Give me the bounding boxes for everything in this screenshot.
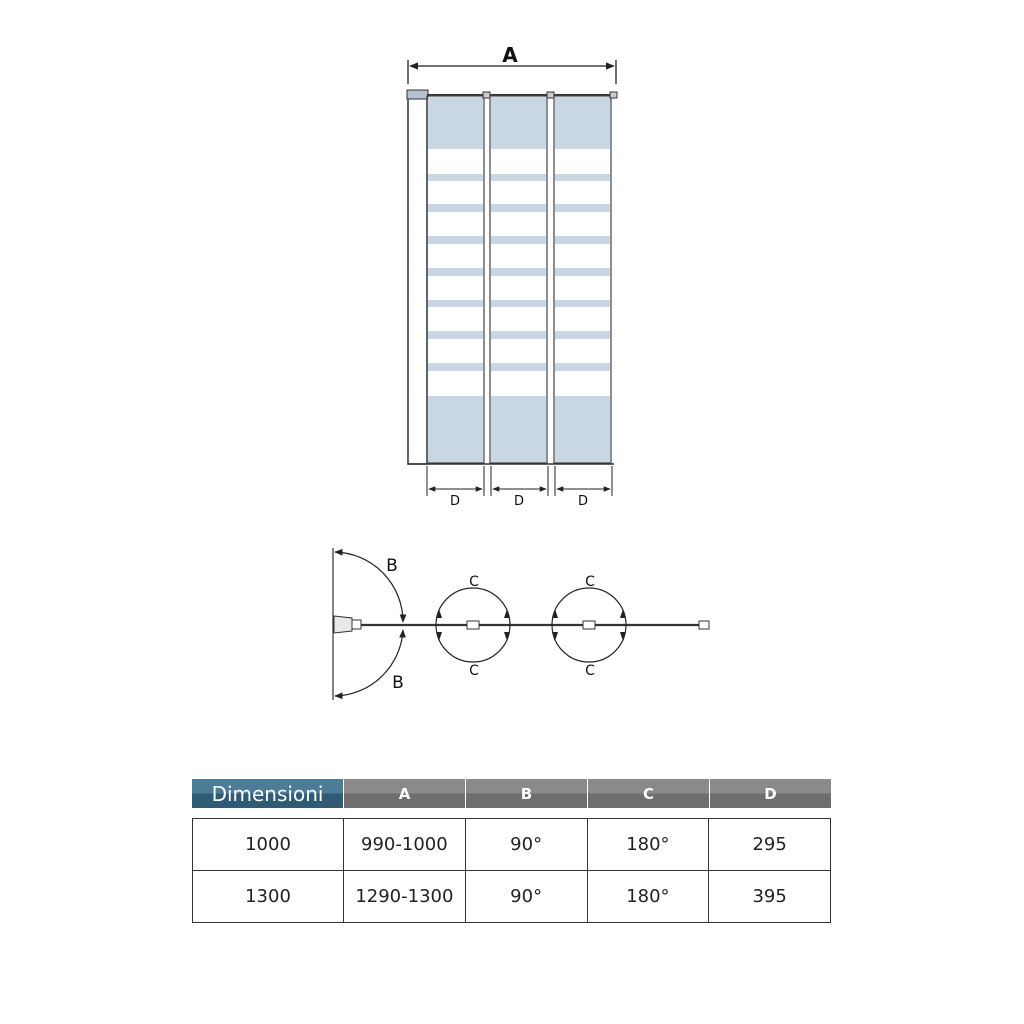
header-d: D — [709, 779, 831, 808]
swing-label-c: C — [469, 574, 479, 590]
shower-door-diagram: A D D D — [332, 43, 710, 700]
frosted-band — [491, 244, 546, 268]
wall-profile — [407, 95, 428, 465]
cell-a: 1290-1300 — [343, 871, 465, 922]
pivot-swing-circle — [435, 587, 511, 663]
table-header-row: Dimensioni A B C D — [192, 779, 831, 808]
frosted-band — [555, 181, 610, 204]
frosted-band — [491, 276, 546, 300]
frosted-band — [555, 276, 610, 300]
frosted-band — [555, 149, 610, 174]
dimension-d-group: D D D — [426, 466, 613, 509]
swing-label-c: C — [585, 663, 595, 679]
hinge-cap — [482, 91, 491, 99]
cell-d: 395 — [708, 871, 830, 922]
dimension-a: A — [407, 43, 617, 84]
frosted-band — [555, 339, 610, 363]
frosted-band — [428, 244, 483, 268]
frosted-band — [491, 371, 546, 396]
table-body: 1000 990-1000 90° 180° 295 1300 1290-130… — [192, 818, 831, 923]
glass-panels — [426, 95, 612, 464]
swing-label-b: B — [386, 556, 398, 576]
cell-b: 90° — [464, 871, 587, 922]
cell-size: 1300 — [245, 886, 291, 907]
cell-b: 90° — [464, 819, 587, 870]
wall-bracket — [333, 615, 353, 634]
frosted-band — [428, 307, 483, 331]
table-row: 1300 1290-1300 90° 180° 395 — [193, 870, 830, 922]
front-view: A D D D — [406, 43, 618, 509]
panel-frame — [426, 95, 485, 464]
frosted-band — [428, 339, 483, 363]
frosted-band — [555, 371, 610, 396]
cell-c: 180° — [586, 819, 709, 870]
dimension-d-label: D — [578, 494, 588, 509]
hinge-cap — [546, 91, 555, 99]
panel-frame — [489, 95, 548, 464]
frosted-band — [491, 339, 546, 363]
swing-arc-b-lower — [334, 629, 406, 700]
frosted-band — [428, 181, 483, 204]
header-a: A — [343, 779, 465, 808]
frosted-band — [428, 149, 483, 174]
header-dimensioni: Dimensioni — [192, 779, 343, 808]
cell-a: 990-1000 — [343, 819, 465, 870]
frosted-band — [428, 212, 483, 236]
table-row: 1000 990-1000 90° 180° 295 — [193, 819, 830, 870]
frosted-band — [555, 307, 610, 331]
end-cap — [698, 620, 710, 630]
frosted-band — [491, 212, 546, 236]
frosted-band — [428, 276, 483, 300]
header-b: B — [465, 779, 587, 808]
frosted-band — [555, 244, 610, 268]
pivot-hinge — [582, 620, 596, 630]
cell-d: 295 — [708, 819, 830, 870]
swing-label-c: C — [469, 663, 479, 679]
panel-frame — [553, 95, 612, 464]
dimension-d-label: D — [450, 494, 460, 509]
frosted-band — [555, 212, 610, 236]
frosted-band — [428, 371, 483, 396]
hinge-cap — [609, 91, 618, 99]
swing-label-c: C — [585, 574, 595, 590]
pivot-hinge — [466, 620, 480, 630]
frosted-band — [491, 149, 546, 174]
header-c: C — [587, 779, 709, 808]
top-bracket — [406, 89, 429, 100]
swing-label-b: B — [392, 673, 404, 693]
cell-c: 180° — [586, 871, 709, 922]
top-view: B B C C C C — [332, 548, 710, 700]
dimension-a-label: A — [502, 43, 518, 67]
frosted-band — [491, 307, 546, 331]
cell-size: 1000 — [245, 834, 291, 855]
dimensions-table: Dimensioni A B C D 1000 990-1000 90° 180… — [192, 779, 831, 923]
bracket-block — [351, 619, 362, 630]
pivot-swing-circle — [551, 587, 627, 663]
frosted-band — [491, 181, 546, 204]
dimension-d-label: D — [514, 494, 524, 509]
swing-arc-b-upper — [334, 548, 407, 623]
